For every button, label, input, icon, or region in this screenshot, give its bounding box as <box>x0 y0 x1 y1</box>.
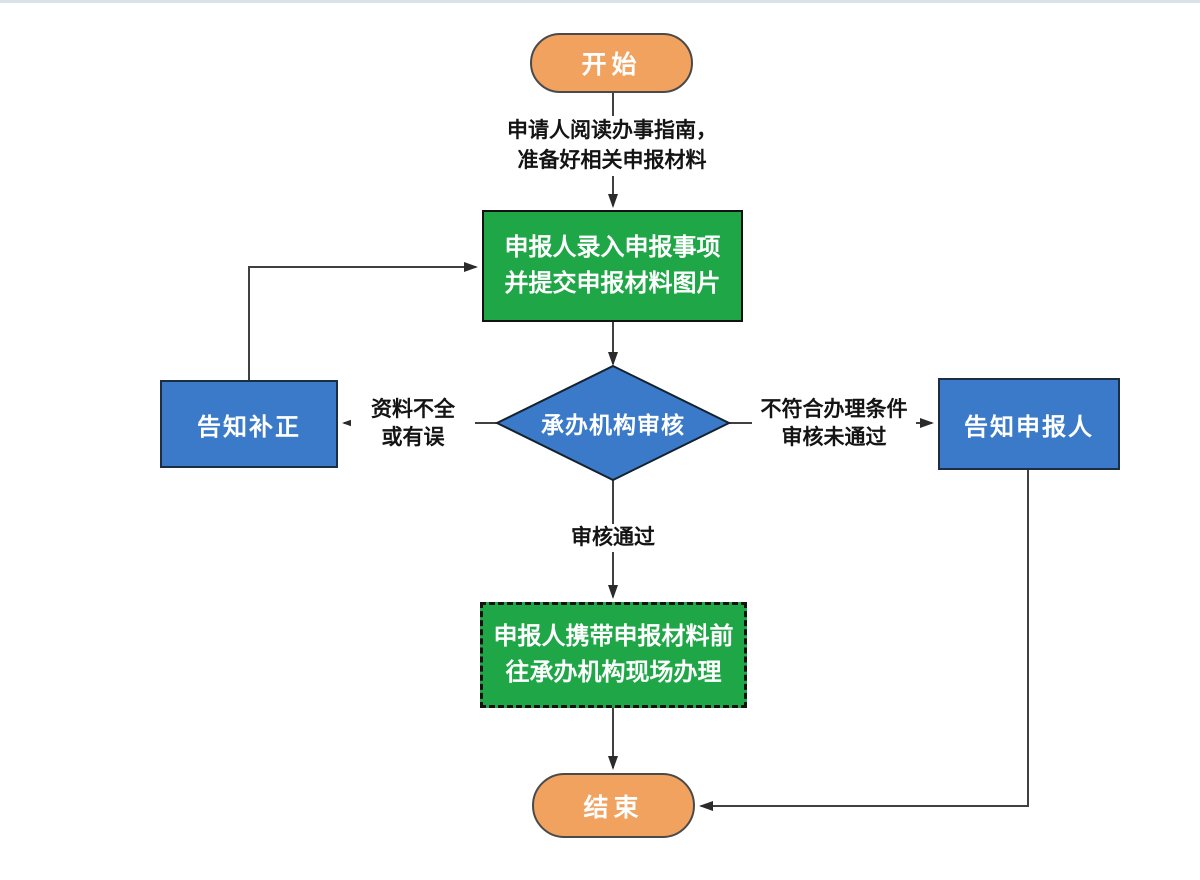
node-review-decision: 承办机构审核 <box>497 366 729 480</box>
decision-diamond <box>494 364 732 482</box>
node-entry-process: 申报人录入申报事项 并提交申报材料图片 <box>482 210 743 322</box>
node-onsite-line2: 往承办机构现场办理 <box>505 659 722 686</box>
top-border <box>0 0 1200 3</box>
edge-label-approved-line1: 审核通过 <box>571 526 655 549</box>
edge-label-rejected-line2: 审核未通过 <box>781 426 887 449</box>
node-entry-line1: 申报人录入申报事项 <box>504 234 721 261</box>
node-entry-line2: 并提交申报材料图片 <box>504 270 721 297</box>
edge-label-rejected: 不符合办理条件 审核未通过 <box>752 396 916 452</box>
edge-label-prepare: 申请人阅读办事指南， 准备好相关申报材料 <box>472 116 752 176</box>
node-notify-correction: 告知补正 <box>160 380 338 468</box>
node-review-label: 承办机构审核 <box>541 412 685 438</box>
node-onsite-process: 申报人携带申报材料前 往承办机构现场办理 <box>480 602 747 708</box>
edge-label-incomplete-line1: 资料不全 <box>371 398 455 421</box>
edge-label-prepare-line2: 准备好相关申报材料 <box>517 149 707 172</box>
node-notify-correction-label: 告知补正 <box>197 413 301 441</box>
node-onsite-line1: 申报人携带申报材料前 <box>493 623 734 650</box>
edge-label-prepare-line1: 申请人阅读办事指南， <box>507 119 717 142</box>
node-start-label: 开始 <box>581 51 642 79</box>
edge-notify-correction-to-entry <box>248 262 478 380</box>
edge-label-incomplete: 资料不全 或有误 <box>351 396 475 452</box>
node-start: 开始 <box>530 33 693 93</box>
node-end: 结束 <box>532 773 695 838</box>
edge-label-incomplete-line2: 或有误 <box>381 426 445 449</box>
edge-label-rejected-line1: 不符合办理条件 <box>760 398 908 421</box>
node-end-label: 结束 <box>583 793 644 822</box>
edge-notify-declarant-to-end <box>699 470 1029 811</box>
node-notify-declarant-label: 告知申报人 <box>964 413 1094 441</box>
edge-label-approved: 审核通过 <box>561 524 665 552</box>
node-notify-declarant: 告知申报人 <box>938 378 1120 470</box>
